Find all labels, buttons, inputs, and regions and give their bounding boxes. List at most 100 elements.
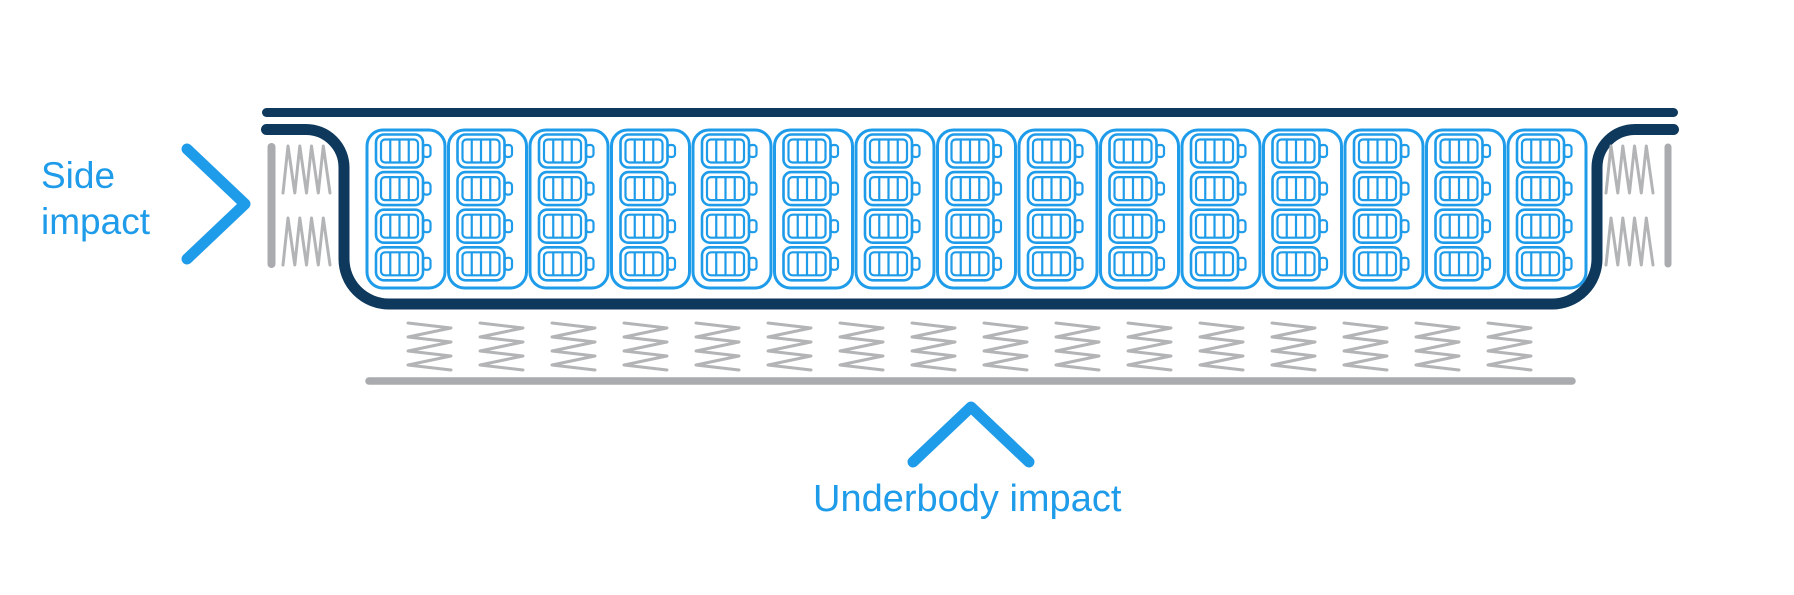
coil-spring-icon	[622, 321, 669, 372]
battery-terminal	[1155, 256, 1166, 271]
battery-icon	[1271, 170, 1329, 207]
battery-terminal	[584, 219, 595, 234]
battery-terminal	[1236, 219, 1247, 234]
battery-module	[447, 128, 528, 290]
battery-terminal	[1481, 256, 1492, 271]
battery-icon	[1434, 246, 1492, 282]
coil-spring-icon	[1414, 321, 1461, 372]
battery-icon	[456, 170, 514, 207]
battery-icon	[374, 170, 432, 207]
battery-terminal	[666, 181, 677, 196]
battery-icon	[1026, 208, 1084, 244]
battery-icon	[456, 133, 514, 169]
battery-terminal	[1399, 219, 1410, 234]
battery-terminal	[1073, 143, 1084, 159]
battery-terminal	[992, 143, 1003, 159]
battery-icon	[537, 170, 595, 207]
coil-spring-icon	[1270, 321, 1317, 372]
battery-terminal	[1399, 143, 1410, 159]
right-crush-zone	[1604, 143, 1672, 268]
battery-icon	[537, 246, 595, 282]
battery-terminal	[584, 181, 595, 196]
battery-icon	[374, 133, 432, 169]
battery-terminal	[1481, 181, 1492, 196]
coil-spring-icon	[1342, 321, 1389, 372]
battery-terminal	[1236, 181, 1247, 196]
coil-spring-icon	[478, 321, 525, 372]
battery-terminal	[1562, 219, 1573, 234]
battery-terminal	[1318, 181, 1329, 196]
battery-module	[1506, 128, 1588, 290]
battery-icon	[863, 208, 921, 244]
module-outline	[1343, 128, 1425, 290]
chevron-right-icon	[181, 143, 251, 265]
battery-terminal	[1073, 256, 1084, 271]
battery-icon	[700, 133, 758, 169]
coil-spring-icon	[1604, 216, 1655, 267]
battery-icon	[537, 133, 595, 169]
battery-terminal	[829, 143, 840, 159]
battery-icon	[945, 133, 1003, 169]
battery-icon	[1271, 246, 1329, 282]
coil-spring-icon	[766, 321, 813, 372]
battery-icon	[374, 246, 432, 282]
coil-spring-icon	[550, 321, 597, 372]
module-outline	[1506, 128, 1588, 290]
battery-terminal	[1481, 143, 1492, 159]
battery-icon	[619, 246, 677, 282]
left-crush-zone	[267, 143, 332, 268]
battery-icon	[1352, 246, 1410, 282]
battery-module	[936, 128, 1017, 290]
battery-terminal	[747, 219, 758, 234]
coil-spring-icon	[281, 216, 332, 267]
battery-terminal	[910, 143, 921, 159]
coil-spring-icon	[1604, 144, 1655, 195]
battery-icon	[782, 170, 840, 207]
battery-terminal	[503, 256, 514, 271]
battery-module	[854, 128, 936, 290]
battery-terminal	[421, 256, 432, 271]
battery-terminal	[1236, 143, 1247, 159]
battery-icon	[1108, 208, 1166, 244]
battery-icon	[1515, 246, 1573, 282]
battery-terminal	[666, 143, 677, 159]
battery-terminal	[829, 219, 840, 234]
battery-terminal	[1155, 181, 1166, 196]
battery-icon	[1189, 208, 1247, 244]
battery-terminal	[584, 143, 595, 159]
battery-terminal	[910, 256, 921, 271]
battery-terminal	[1073, 181, 1084, 196]
coil-spring-icon	[1198, 321, 1245, 372]
battery-icon	[863, 170, 921, 207]
module-outline	[936, 128, 1017, 290]
battery-icon	[700, 208, 758, 244]
battery-enclosure	[261, 124, 1679, 310]
underbody-impact-label: Underbody impact	[813, 478, 1122, 520]
module-outline	[365, 128, 447, 290]
battery-icon	[1026, 133, 1084, 169]
battery-icon	[456, 208, 514, 244]
battery-terminal	[1318, 256, 1329, 271]
battery-module	[1343, 128, 1425, 290]
battery-terminal	[829, 256, 840, 271]
battery-icon	[619, 208, 677, 244]
battery-terminal	[1236, 256, 1247, 271]
battery-terminal	[1155, 219, 1166, 234]
battery-icon	[1271, 133, 1329, 169]
battery-modules	[365, 128, 1588, 290]
battery-icon	[945, 208, 1003, 244]
module-outline	[854, 128, 936, 290]
chevron-up-icon	[907, 401, 1035, 468]
module-outline	[528, 128, 610, 290]
battery-module	[528, 128, 610, 290]
battery-terminal	[1481, 219, 1492, 234]
battery-icon	[1352, 133, 1410, 169]
battery-module	[691, 128, 773, 290]
battery-icon	[1352, 170, 1410, 207]
battery-terminal	[1318, 143, 1329, 159]
battery-terminal	[829, 181, 840, 196]
battery-terminal	[1562, 181, 1573, 196]
coil-spring-icon	[406, 321, 453, 372]
